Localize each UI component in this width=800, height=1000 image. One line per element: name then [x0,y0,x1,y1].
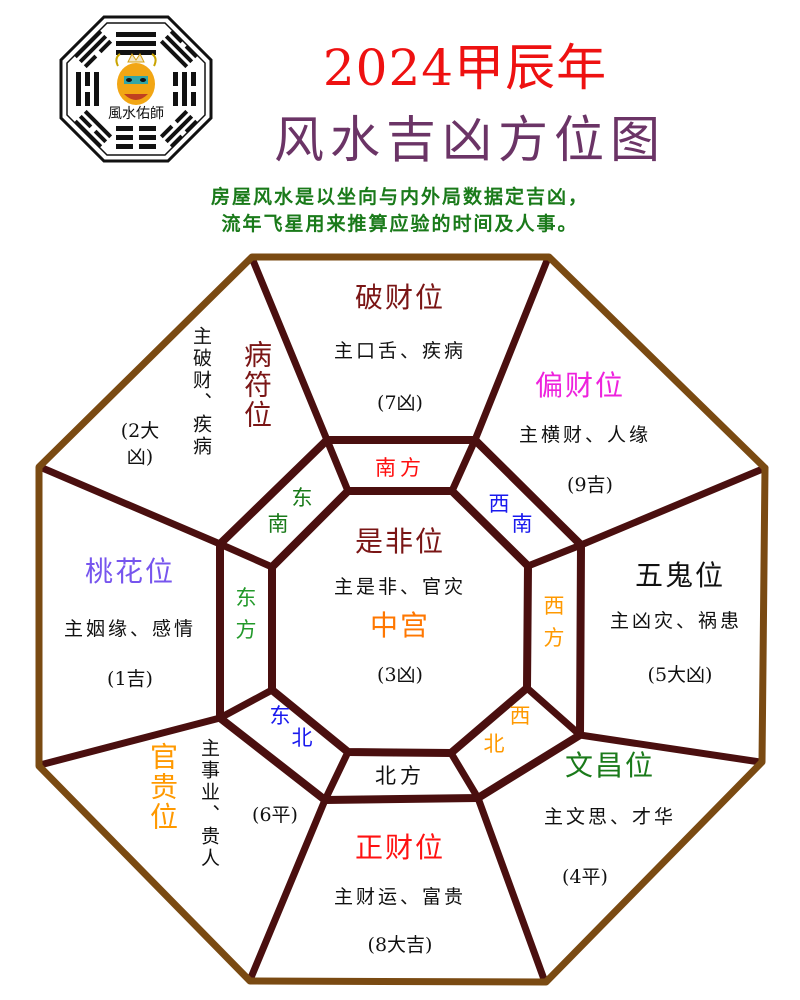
outer-octagon [35,253,769,986]
direction-east-b: 方 [235,618,257,642]
center-name: 是非位 [354,525,445,558]
sector-north-desc: 主财运、富贵 [333,886,466,908]
sector-north-name: 正财位 [354,831,445,864]
middle-octagon [216,436,585,804]
sector-dividers [36,254,769,986]
sector-northwest-name: 文昌位 [564,749,655,782]
page-title: 风水吉凶方位图 [274,111,666,169]
title-year: 2024甲辰年 [322,39,608,97]
direction-northeast-b: 北 [291,726,313,750]
center-desc: 主是非、官灾 [333,576,466,598]
subtitle-line-2: 流年飞星用来推算应验的时间及人事。 [221,213,579,235]
inner-octagon [268,487,532,757]
direction-north: 北方 [375,764,425,788]
sector-southeast-desc: 主破财、疾病 [190,326,212,458]
sector-southwest-rating: (9吉) [567,474,613,496]
direction-northwest-b: 北 [483,732,505,756]
sector-east-name: 桃花位 [84,555,175,588]
direction-southwest-b: 南 [511,512,533,536]
sector-north-rating: (8大吉) [367,934,433,956]
logo: 風水佑師 [58,14,214,164]
sector-southwest-desc: 主横财、人缘 [518,424,651,446]
sector-northeast-desc: 主事业、贵人 [198,738,220,870]
sector-southwest-name: 偏财位 [534,369,625,402]
sector-west-name: 五鬼位 [634,559,725,592]
sector-south-name: 破财位 [354,281,445,314]
direction-southeast-b: 南 [267,512,289,536]
direction-south: 南方 [375,456,425,480]
direction-east-a: 东 [235,586,257,610]
sector-northwest-desc: 主文思、才华 [543,806,676,828]
sector-southeast-rating: (2大凶) [120,420,160,468]
direction-west-a: 西 [543,594,565,618]
sector-northeast-rating: (6平) [252,804,298,826]
dragon-icon [115,53,157,105]
sector-west-rating: (5大凶) [647,664,713,686]
sector-south-rating: (7凶) [377,392,423,414]
center-rating: (3凶) [377,664,423,686]
sector-northeast-name: 官贵位 [146,742,179,832]
center-palace: 中宫 [369,609,430,642]
sector-northwest-rating: (4平) [562,866,608,888]
sector-southeast-name: 病符位 [240,340,273,430]
bagua-logo-icon: 風水佑師 [59,15,213,163]
direction-west-b: 方 [543,626,565,650]
direction-southwest-a: 西 [488,492,510,516]
direction-northwest-a: 西 [509,704,531,728]
sector-east-desc: 主姻缘、感情 [63,618,196,640]
sector-west-desc: 主凶灾、祸患 [609,610,742,632]
sector-east-rating: (1吉) [107,668,153,690]
svg-text:風水佑師: 風水佑師 [108,106,164,122]
direction-northeast-a: 东 [269,704,291,728]
subtitle-line-1: 房屋风水是以坐向与内外局数据定吉凶， [210,186,589,208]
sector-south-desc: 主口舌、疾病 [333,340,466,362]
direction-southeast-a: 东 [291,486,313,510]
